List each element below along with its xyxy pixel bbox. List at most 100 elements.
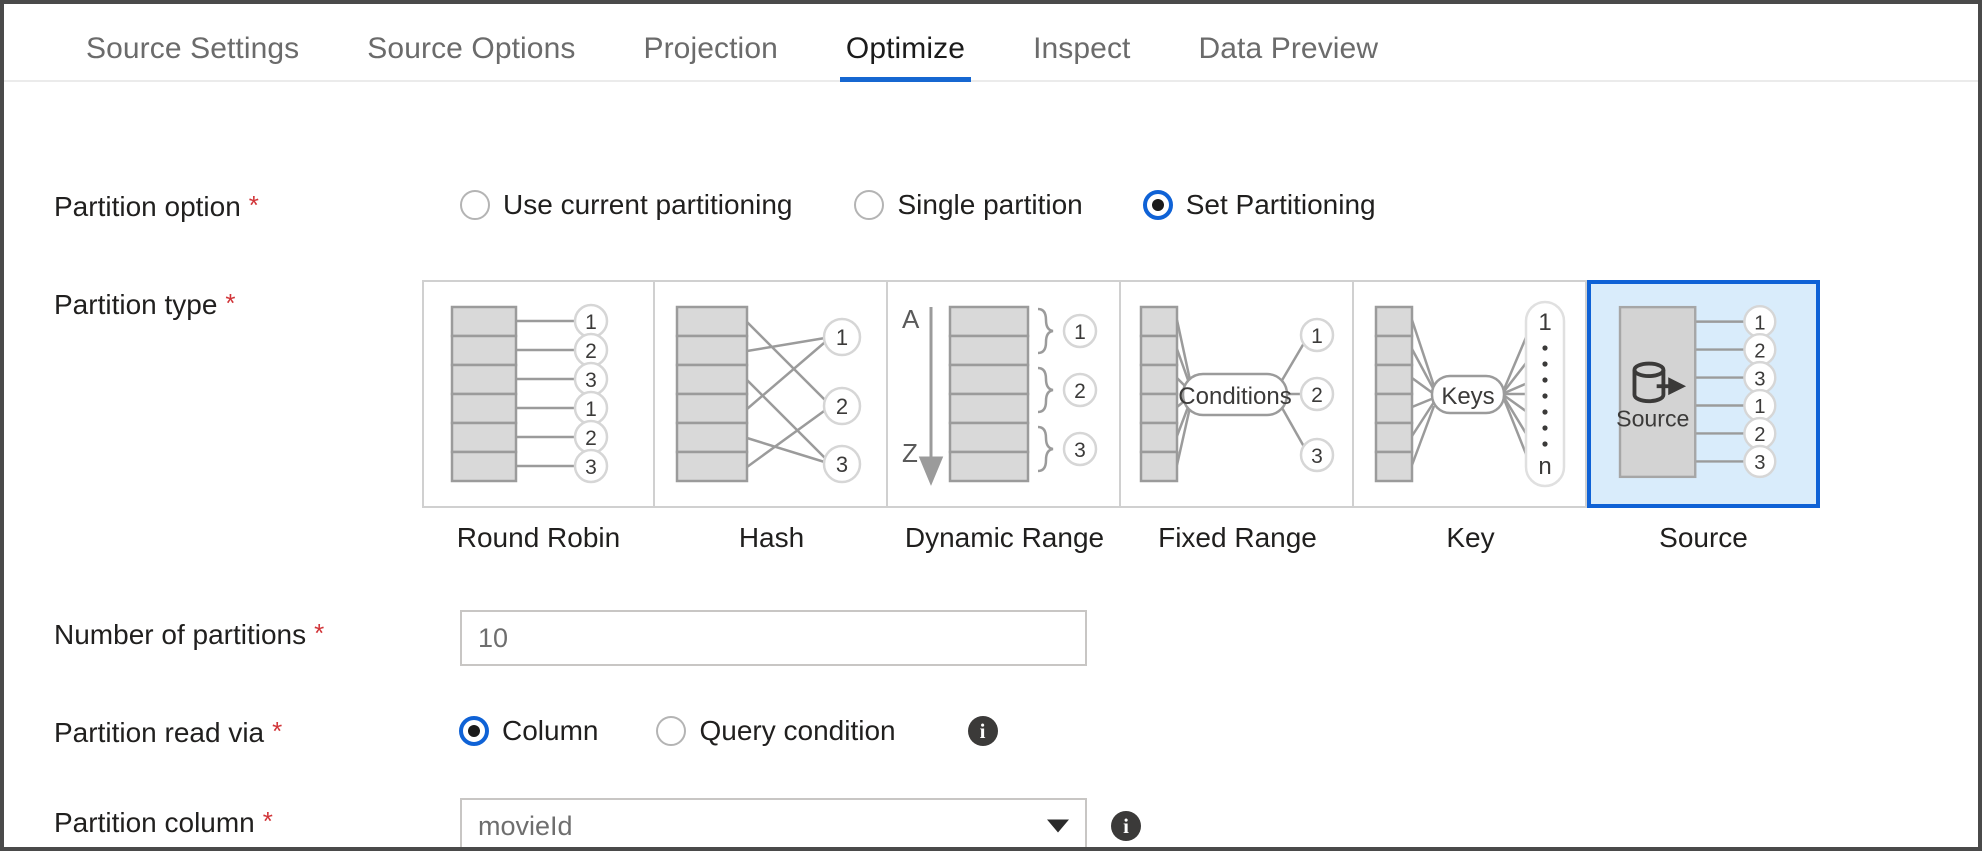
partition-read-via-row: Partition read via* Column Query conditi… — [4, 708, 1978, 756]
partition-read-via-label: Partition read via* — [54, 716, 283, 748]
radio-label: Query condition — [699, 715, 896, 746]
radio-circle-icon — [656, 716, 687, 746]
capsule-bottom-label: n — [1538, 453, 1551, 480]
partition-column-label: Partition column* — [54, 806, 273, 838]
partition-type-card-key-wrap: Keys 1 n Key — [1354, 280, 1587, 554]
tab-data-preview[interactable]: Data Preview — [1165, 32, 1413, 80]
radio-label: Use current partitioning — [503, 189, 793, 220]
tab-label: Inspect — [1033, 32, 1131, 65]
number-of-partitions-row: Number of partitions* — [4, 610, 1978, 666]
radio-circle-selected-icon — [459, 716, 489, 746]
radio-circle-icon — [854, 190, 885, 220]
tab-source-settings[interactable]: Source Settings — [52, 32, 333, 80]
required-asterisk: * — [262, 806, 273, 836]
tab-label: Projection — [643, 32, 778, 65]
radio-single-partition[interactable]: Single partition — [854, 189, 1083, 221]
radio-circle-selected-icon — [1142, 190, 1173, 220]
source-node-box — [1618, 305, 1697, 479]
radio-query-condition[interactable]: Query condition — [656, 715, 896, 747]
keys-pill-label: Keys — [1441, 383, 1494, 410]
optimize-panel: Source Settings Source Options Projectio… — [4, 4, 1978, 847]
svg-text:2: 2 — [585, 340, 597, 363]
required-asterisk: * — [314, 618, 325, 648]
svg-text:1: 1 — [585, 311, 597, 334]
partition-type-card-round-robin[interactable]: 1 2 3 1 2 3 — [422, 280, 655, 508]
conditions-pill-label: Conditions — [1178, 383, 1291, 410]
partition-type-card-fixed-range[interactable]: Conditions 1 2 3 — [1121, 280, 1354, 508]
radio-label: Column — [502, 715, 599, 746]
radio-label: Single partition — [897, 189, 1083, 220]
tab-label: Data Preview — [1198, 32, 1379, 65]
svg-text:1: 1 — [585, 398, 597, 421]
partition-type-card-label: Source — [1659, 522, 1748, 553]
svg-text:1: 1 — [1311, 325, 1323, 348]
svg-text:2: 2 — [585, 427, 597, 450]
dynamic-range-diagram-icon: A Z — [902, 304, 1098, 486]
svg-text:1: 1 — [1074, 321, 1086, 344]
partition-type-card-label: Dynamic Range — [904, 522, 1105, 553]
partition-type-card-fixed-range-wrap: Conditions 1 2 3 Fixed Range — [1121, 280, 1354, 554]
partition-type-row: Partition type* — [4, 280, 1978, 554]
tab-projection[interactable]: Projection — [609, 32, 811, 80]
partition-type-card-round-robin-wrap: 1 2 3 1 2 3 Round Robin — [422, 280, 655, 554]
round-robin-diagram-icon: 1 2 3 1 2 3 — [450, 303, 609, 484]
partition-type-card-dynamic-range[interactable]: A Z — [888, 280, 1121, 508]
partition-column-select-wrap: movieId — [460, 798, 1087, 847]
key-diagram-icon: Keys 1 n — [1374, 300, 1566, 488]
radio-column[interactable]: Column — [459, 715, 598, 747]
svg-text:1: 1 — [1754, 396, 1765, 418]
tab-inspect[interactable]: Inspect — [999, 32, 1164, 80]
info-icon[interactable]: i — [1111, 811, 1141, 841]
svg-text:3: 3 — [1311, 445, 1323, 468]
conditions-pill — [1181, 372, 1289, 417]
svg-text:3: 3 — [1074, 439, 1086, 462]
svg-text:1: 1 — [836, 325, 848, 350]
partition-read-via-radios: Column Query condition i — [412, 708, 998, 754]
partition-option-radios: Use current partitioning Single partitio… — [412, 182, 1376, 228]
arrow-right-icon — [1656, 377, 1687, 396]
partition-type-card-label: Round Robin — [456, 522, 621, 553]
svg-text:2: 2 — [1311, 384, 1323, 407]
svg-text:3: 3 — [585, 456, 597, 479]
hash-diagram-icon: 123 — [675, 305, 862, 484]
partition-type-label: Partition type* — [54, 288, 236, 320]
number-of-partitions-input[interactable] — [460, 610, 1087, 666]
partition-column-row: Partition column* movieId i — [4, 798, 1978, 847]
partition-type-card-label: Fixed Range — [1158, 522, 1317, 553]
tab-optimize[interactable]: Optimize — [812, 32, 999, 82]
tab-source-options[interactable]: Source Options — [333, 32, 609, 80]
partition-option-label: Partition option* — [54, 190, 259, 222]
partition-option-row: Partition option* Use current partitioni… — [4, 182, 1978, 230]
source-diagram-icon: Source 123 123 — [1616, 304, 1777, 479]
info-icon[interactable]: i — [967, 716, 998, 746]
database-cylinder-icon — [1632, 361, 1666, 404]
svg-text:3: 3 — [836, 452, 848, 477]
svg-text:3: 3 — [585, 369, 597, 392]
partition-type-card-label: Hash — [738, 522, 805, 553]
svg-text:3: 3 — [1754, 368, 1765, 390]
required-asterisk: * — [225, 288, 236, 318]
svg-text:3: 3 — [1754, 452, 1765, 474]
partition-type-card-key[interactable]: Keys 1 n — [1354, 280, 1587, 508]
tab-label: Source Options — [367, 32, 576, 65]
partition-type-card-label: Key — [1446, 522, 1495, 553]
fixed-range-diagram-icon: Conditions 1 2 3 — [1139, 305, 1335, 483]
required-asterisk: * — [272, 716, 283, 746]
radio-set-partitioning[interactable]: Set Partitioning — [1142, 189, 1376, 221]
svg-text:2: 2 — [1754, 340, 1765, 362]
source-icon-label: Source — [1616, 406, 1689, 432]
optimize-form: Partition option* Use current partitioni… — [4, 82, 1978, 847]
partition-column-select[interactable]: movieId — [460, 798, 1087, 847]
tab-label: Source Settings — [86, 32, 300, 65]
tab-label: Optimize — [845, 32, 966, 65]
radio-circle-icon — [460, 190, 490, 220]
radio-use-current-partitioning[interactable]: Use current partitioning — [460, 189, 792, 221]
range-start-letter: A — [902, 304, 920, 334]
svg-text:1: 1 — [1754, 312, 1765, 334]
keys-pill — [1430, 374, 1506, 415]
